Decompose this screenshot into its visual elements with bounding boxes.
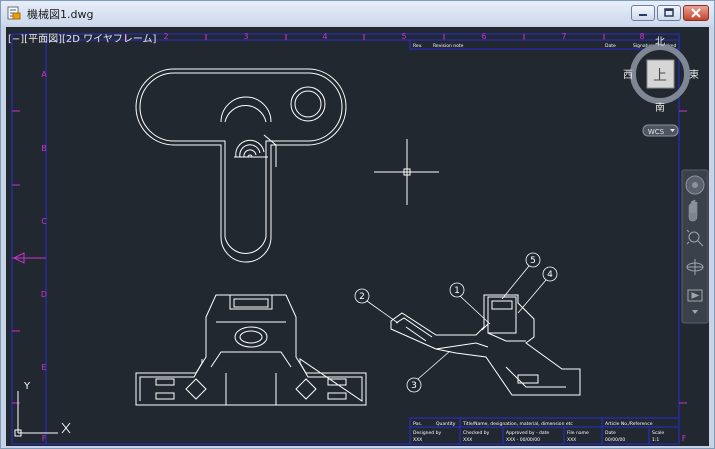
- viewcube[interactable]: 上 北 南 東 西 WCS: [623, 36, 699, 137]
- viewcube-north-label[interactable]: 北: [655, 36, 665, 48]
- title-scale-value: 1:1: [652, 437, 659, 443]
- title-date-value: 00/00/00: [605, 437, 625, 443]
- title-designation: Title/Name, designation, material, dimen…: [462, 421, 573, 427]
- title-quantity: Quantity: [436, 421, 456, 427]
- title-approved-by: Approved by - date: [506, 430, 549, 436]
- restore-icon: [664, 8, 674, 17]
- balloon-4: 4: [517, 266, 558, 314]
- balloon-5-label: 5: [530, 256, 536, 266]
- viewcube-top-face[interactable]: [646, 59, 675, 89]
- close-button[interactable]: [683, 5, 709, 21]
- title-scale: Scale: [652, 430, 664, 436]
- viewcube-west-label[interactable]: 西: [623, 70, 633, 81]
- close-icon: [691, 8, 701, 18]
- balloon-1-label: 1: [454, 286, 460, 296]
- balloon-3: 3: [406, 350, 451, 393]
- ruler-col-8: 8: [639, 32, 644, 41]
- drawing-canvas[interactable]: 2 3 4 5 6 7 8 A B C D: [6, 27, 709, 446]
- ruler-row-f-right: F: [682, 434, 687, 443]
- wcs-dropdown-icon: [670, 129, 675, 132]
- ruler-col-5: 5: [401, 32, 406, 41]
- ruler-row-f: F: [42, 434, 47, 443]
- title-bar[interactable]: 機械図1.dwg: [1, 1, 714, 25]
- balloon-5: 5: [501, 252, 541, 300]
- ruler-col-2: 2: [163, 32, 168, 41]
- navbar-menu-icon[interactable]: [692, 310, 698, 314]
- revision-col-note: Revision note: [433, 43, 464, 49]
- ruler-col-4: 4: [322, 32, 327, 41]
- title-checked-by-value: XXX: [463, 437, 472, 443]
- title-file-name-value: XXX: [567, 437, 576, 443]
- revision-col-date: Date: [605, 43, 616, 49]
- navigation-bar[interactable]: [681, 169, 709, 324]
- title-checked-by: Checked by: [463, 430, 490, 436]
- title-pos: Pos.: [413, 421, 422, 427]
- ruler-row-a: A: [41, 70, 47, 79]
- part-section-view[interactable]: [390, 294, 581, 396]
- restore-button[interactable]: [657, 5, 681, 21]
- ruler-col-7: 7: [561, 32, 566, 41]
- ucs-icon: Y X: [14, 381, 71, 437]
- ruler-col-6: 6: [481, 32, 486, 41]
- revision-col-signature: Signature: [633, 43, 655, 49]
- title-date: Date: [605, 430, 616, 436]
- wcs-label[interactable]: WCS: [648, 128, 665, 136]
- ruler-col-3: 3: [243, 32, 248, 41]
- part-front-view[interactable]: [135, 294, 367, 406]
- viewcube-south-label[interactable]: 南: [655, 101, 665, 114]
- title-block: Pos. Quantity Title/Name, designation, m…: [409, 417, 680, 445]
- title-designed-by-value: XXX: [413, 437, 422, 443]
- steering-wheel-icon[interactable]: [685, 175, 705, 195]
- ruler-row-d: D: [41, 290, 47, 299]
- revision-col-rev: Rev.: [413, 43, 422, 49]
- ruler-row-e: E: [41, 363, 46, 372]
- balloon-2-label: 2: [359, 292, 365, 302]
- ruler-row-b: B: [41, 144, 47, 153]
- dwg-file-icon: [7, 6, 21, 20]
- showmotion-icon[interactable]: [687, 289, 703, 302]
- ucs-y-label: Y: [23, 381, 31, 392]
- window-title: 機械図1.dwg: [27, 8, 94, 21]
- minimize-button[interactable]: [631, 5, 655, 21]
- viewcube-compass-ring[interactable]: [630, 44, 690, 104]
- orbit-icon[interactable]: [686, 259, 704, 275]
- viewcube-east-label[interactable]: 東: [689, 68, 699, 81]
- balloon-4-label: 4: [547, 270, 553, 280]
- viewport-controls-label[interactable]: [−][平面図][2D ワイヤフレーム]: [8, 34, 157, 45]
- title-designed-by: Designed by: [413, 430, 441, 436]
- balloon-1: 1: [449, 282, 491, 325]
- pan-hand-icon[interactable]: [688, 199, 698, 222]
- viewcube-top-label[interactable]: 上: [653, 68, 667, 84]
- balloon-3-label: 3: [411, 381, 417, 391]
- annotation-balloons: 1 2 3 4: [354, 252, 558, 393]
- left-ruler: A B C D E F F: [12, 70, 687, 443]
- revision-block: Rev. Revision note Date Signature Checke…: [409, 39, 680, 50]
- minimize-icon: [639, 14, 647, 16]
- drawing-frame: [11, 33, 680, 445]
- title-file-name: File name: [567, 430, 589, 436]
- title-approved-value: XXX - 00/00/00: [506, 437, 540, 443]
- ruler-row-c: C: [41, 217, 47, 226]
- zoom-extents-icon[interactable]: [686, 229, 704, 247]
- part-top-view[interactable]: [135, 68, 347, 263]
- model-space[interactable]: 2 3 4 5 6 7 8 A B C D: [6, 27, 709, 446]
- balloon-2: 2: [354, 288, 399, 324]
- crosshair-cursor-icon: [374, 139, 439, 205]
- title-article: Article No./Reference: [605, 421, 653, 427]
- wcs-menu-button[interactable]: [642, 124, 679, 137]
